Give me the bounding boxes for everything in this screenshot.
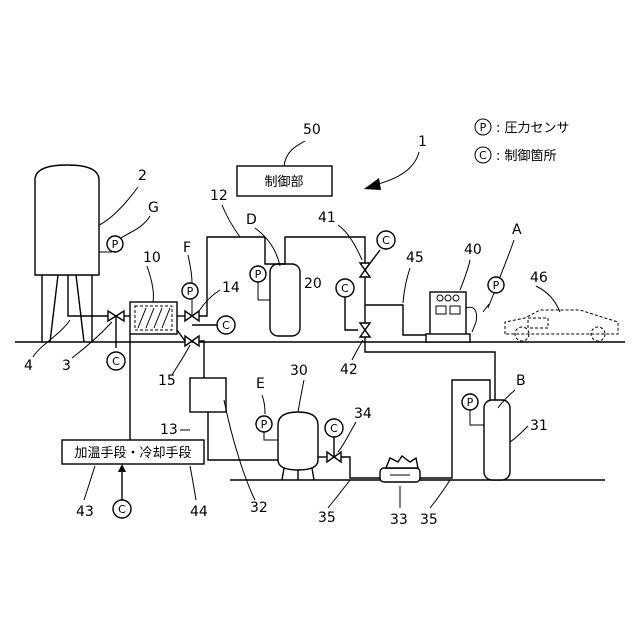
- ref-e: E: [256, 376, 265, 392]
- leader-50: [284, 141, 305, 166]
- ref-46: 46: [530, 270, 548, 286]
- ref-33: 33: [390, 512, 408, 528]
- ref-10: 10: [143, 250, 161, 266]
- ref-15: 15: [158, 373, 176, 389]
- valve-42-control-line: [345, 297, 358, 330]
- leader-35-right: [430, 480, 450, 508]
- ref-50: 50: [303, 122, 321, 138]
- leader-1: [378, 152, 419, 184]
- control-unit-label: 制御部: [264, 175, 303, 190]
- ref-35-left: 35: [318, 510, 336, 526]
- leader-46: [536, 286, 560, 312]
- ref-45: 45: [406, 250, 424, 266]
- pressure-sensor-g-symbol: P: [112, 238, 119, 251]
- pressure-sensor-e-symbol: P: [261, 418, 268, 431]
- leader-40: [460, 260, 470, 290]
- ref-13: 13: [160, 422, 178, 438]
- pipe-42-to-31: [365, 337, 495, 400]
- leader-32: [224, 400, 255, 500]
- ref-34: 34: [354, 406, 372, 422]
- leader-31: [510, 426, 528, 442]
- ref-1: 1: [418, 134, 427, 150]
- ref-b: B: [516, 373, 526, 389]
- heater-cooler-label: 加温手段・冷却手段: [74, 446, 191, 461]
- leader-f: [188, 255, 192, 283]
- ref-40: 40: [464, 242, 482, 258]
- pipe-hx-to-valve15: [177, 330, 185, 341]
- ref-12: 12: [210, 188, 228, 204]
- ref-a: A: [512, 222, 522, 238]
- control-point-valve-42-symbol: C: [341, 282, 349, 295]
- leader-35-left: [328, 480, 350, 508]
- leader-d: [255, 228, 280, 266]
- control-point-valve-34-symbol: C: [330, 422, 338, 435]
- pressure-sensor-b-symbol: P: [467, 396, 474, 409]
- ref-20: 20: [304, 276, 322, 292]
- pressure-sensor-d-symbol: P: [255, 268, 262, 281]
- leader-10: [147, 266, 153, 302]
- leader-12: [222, 205, 240, 237]
- tank-30: [278, 412, 318, 480]
- legend-control-text: : 制御箇所: [496, 148, 557, 164]
- legend-control-symbol: C: [479, 149, 487, 162]
- pipe-45: [365, 305, 430, 335]
- sensor-e-connector: [264, 432, 278, 440]
- leader-42: [352, 340, 363, 360]
- sensor-b-connector: [470, 410, 484, 425]
- leader-e: [262, 395, 265, 414]
- valve-41-control-line: [365, 250, 380, 270]
- leader-44: [190, 466, 196, 500]
- ref-44: 44: [190, 504, 208, 520]
- valve-42: [360, 323, 370, 337]
- sensor-a-stem: [488, 293, 494, 308]
- control-point-valve-41-symbol: C: [382, 234, 390, 247]
- ref-42: 42: [340, 362, 358, 378]
- leader-41: [338, 225, 362, 260]
- ref-32: 32: [250, 500, 268, 516]
- leader-45: [403, 268, 410, 303]
- heat-exchanger-10: [130, 302, 177, 334]
- ref-31: 31: [530, 418, 548, 434]
- legend-pressure-text: : 圧力センサ: [496, 121, 570, 136]
- leader-14: [199, 290, 220, 311]
- ref-3: 3: [62, 358, 71, 374]
- tank-31: [484, 400, 510, 480]
- ref-g: G: [148, 200, 159, 216]
- heater-control-arrow-head: [118, 464, 126, 472]
- control-point-valve-14-symbol: C: [222, 319, 230, 332]
- control-point-heater-symbol: C: [118, 503, 126, 516]
- box-32: [190, 378, 226, 412]
- ref-43: 43: [76, 504, 94, 520]
- pipe-35-left: [341, 457, 380, 478]
- valve-15: [185, 336, 199, 346]
- ref-d: D: [246, 212, 257, 228]
- ref-35-right: 35: [420, 512, 438, 528]
- pressure-sensor-f-symbol: P: [187, 285, 194, 298]
- buffer-tank-20: [270, 264, 300, 336]
- pipe-35-right: [420, 380, 490, 478]
- ref-30: 30: [290, 363, 308, 379]
- ref-f: F: [183, 240, 191, 256]
- ref-4: 4: [24, 358, 33, 374]
- ref-2: 2: [138, 168, 147, 184]
- pressure-sensor-a-symbol: P: [493, 279, 500, 292]
- compressor-33: [380, 456, 420, 482]
- vehicle-46: [505, 310, 618, 341]
- control-point-valve-3-symbol: C: [112, 355, 120, 368]
- legend: P : 圧力センサ C : 制御箇所: [475, 119, 570, 164]
- leader-a: [500, 240, 514, 277]
- leader-43: [84, 466, 95, 500]
- pipe-15-down: [199, 341, 204, 378]
- leader-2: [99, 187, 138, 225]
- leader-g: [121, 216, 150, 238]
- dispenser-40: [426, 292, 489, 342]
- ref-41: 41: [318, 210, 336, 226]
- legend-pressure-symbol: P: [480, 121, 487, 134]
- leader-30: [298, 380, 304, 412]
- pipe-tank-out: [68, 275, 108, 316]
- ref-14: 14: [222, 280, 240, 296]
- arrow-1-head: [364, 178, 381, 190]
- leader-15: [172, 345, 190, 375]
